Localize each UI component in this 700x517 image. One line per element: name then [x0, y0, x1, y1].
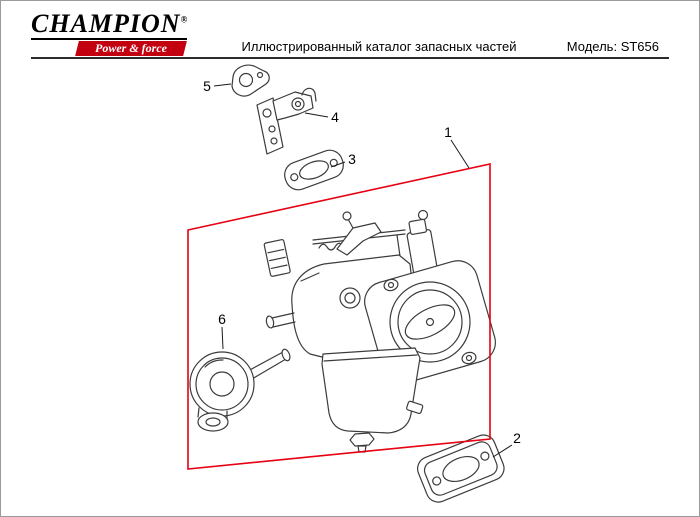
model-label: Модель: ST656: [567, 39, 659, 54]
callout-leader-lines: [213, 83, 513, 458]
part-3-gasket-drawing: [284, 149, 344, 191]
brand-name: CHAMPION®: [31, 9, 188, 40]
part-6-primer-drawing: [189, 348, 291, 432]
part-4-bracket-drawing: [256, 87, 317, 155]
callout-1: 1: [444, 124, 452, 140]
model-caption: Модель:: [566, 39, 618, 54]
part-1-carburetor-drawing: [263, 209, 496, 453]
page-title: Иллюстрированный каталог запасных частей: [241, 39, 517, 54]
part-2-gasket-drawing: [417, 434, 505, 503]
callout-3: 3: [348, 151, 356, 167]
callout-4: 4: [331, 109, 339, 125]
part-5-gasket-drawing: [231, 64, 270, 97]
callout-2: 2: [513, 430, 521, 446]
callout-5: 5: [203, 78, 211, 94]
callout-6: 6: [218, 311, 226, 327]
header-divider: [31, 57, 669, 59]
brand-text: CHAMPION: [31, 9, 181, 38]
model-value: ST656: [620, 39, 659, 54]
highlight-box: [187, 163, 491, 470]
registered-trademark-icon: ®: [180, 14, 188, 25]
champion-logo: CHAMPION® Power & force: [31, 11, 216, 56]
